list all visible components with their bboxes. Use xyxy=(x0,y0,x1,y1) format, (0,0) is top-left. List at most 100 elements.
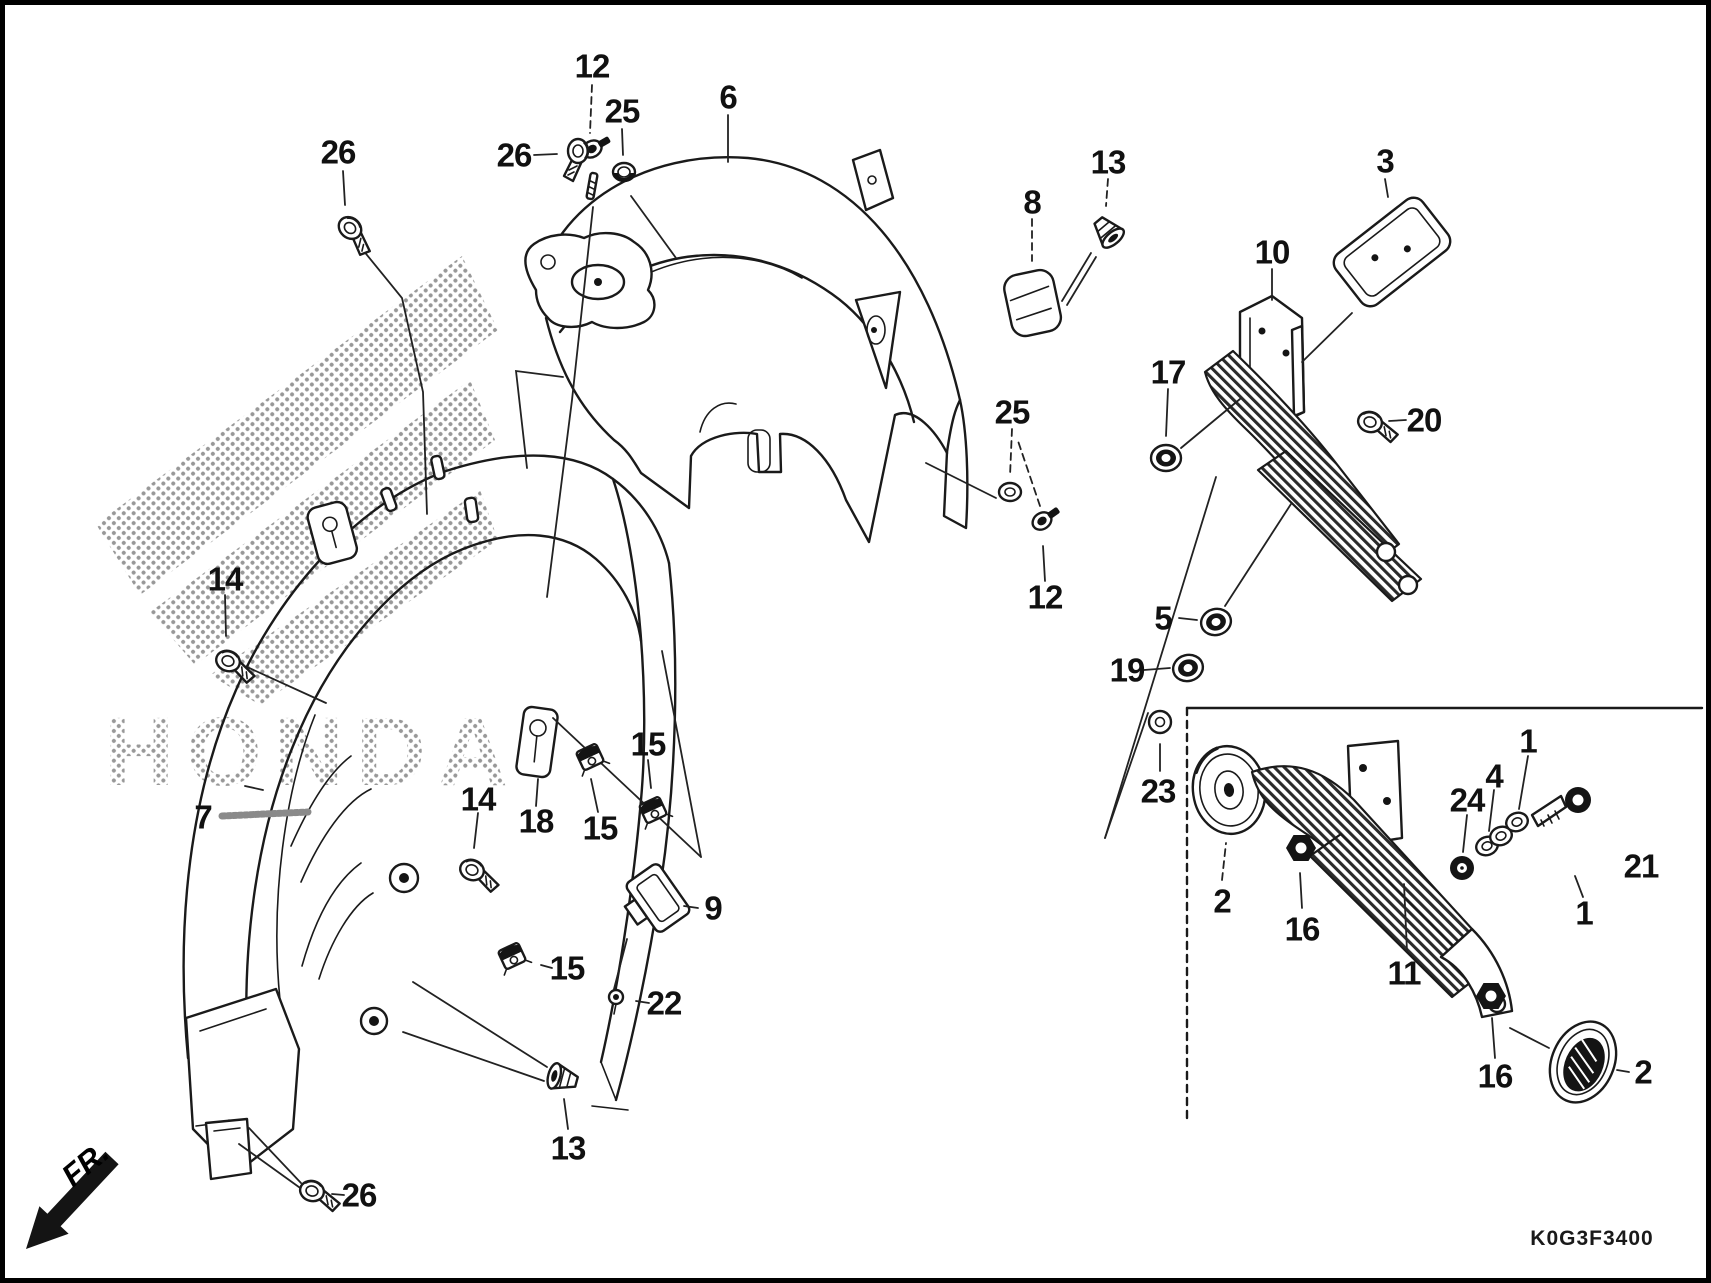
part-callout-20[interactable]: 20 xyxy=(1407,402,1443,439)
leader-line xyxy=(1488,789,1495,832)
leader-line xyxy=(1105,178,1109,207)
part-callout-2[interactable]: 2 xyxy=(1634,1054,1653,1091)
rear-fender-a-part6 xyxy=(524,148,969,544)
leader-line xyxy=(1616,1069,1630,1073)
leader-line xyxy=(630,195,677,259)
leader-line xyxy=(342,170,346,206)
leader-line xyxy=(1221,842,1227,881)
reflector-part2-left xyxy=(1191,744,1267,836)
pad-part9 xyxy=(623,863,691,933)
leader-line xyxy=(412,981,548,1068)
hardware-washer-icon xyxy=(997,481,1023,503)
inset-detail-box xyxy=(1185,706,1704,1120)
leader-line xyxy=(590,778,599,813)
part-callout-16[interactable]: 16 xyxy=(1285,911,1321,948)
leader-line xyxy=(1491,1017,1496,1059)
leader-line xyxy=(1165,388,1169,437)
leader-line xyxy=(218,808,312,820)
part-callout-13[interactable]: 13 xyxy=(551,1130,587,1167)
part-callout-15[interactable]: 15 xyxy=(550,950,586,987)
part-callout-5[interactable]: 5 xyxy=(1154,600,1173,637)
leader-line xyxy=(402,1031,545,1082)
brand-wordmark: HONDA xyxy=(104,697,520,806)
part-callout-1[interactable]: 1 xyxy=(1575,895,1594,932)
leader-line xyxy=(1301,312,1353,363)
leader-line xyxy=(647,759,652,789)
leader-line xyxy=(683,905,699,909)
part-callout-13[interactable]: 13 xyxy=(1091,144,1127,181)
part-callout-6[interactable]: 6 xyxy=(719,79,738,116)
part-callout-12[interactable]: 12 xyxy=(1028,579,1064,616)
part-callout-2[interactable]: 2 xyxy=(1213,883,1232,920)
part-callout-16[interactable]: 16 xyxy=(1478,1058,1514,1095)
part-callout-11[interactable]: 11 xyxy=(1388,955,1423,992)
part-callout-7[interactable]: 7 xyxy=(194,799,212,836)
leader-line xyxy=(589,84,593,134)
leader-line xyxy=(1061,252,1092,302)
part-callout-18[interactable]: 18 xyxy=(519,803,555,840)
leader-line xyxy=(514,369,564,469)
part-callout-25[interactable]: 25 xyxy=(995,394,1031,431)
leader-line xyxy=(1462,814,1468,853)
rear-fender-b-part7 xyxy=(182,454,691,1181)
fr-arrow-icon xyxy=(26,1151,119,1249)
leader-line xyxy=(533,153,558,156)
part-callout-3[interactable]: 3 xyxy=(1376,143,1395,180)
reflector-part2-right xyxy=(1548,1020,1618,1104)
part-callout-4[interactable]: 4 xyxy=(1485,758,1505,795)
part-callout-10[interactable]: 10 xyxy=(1255,234,1291,271)
part-callout-22[interactable]: 22 xyxy=(647,985,683,1022)
hardware-flangenut-icon xyxy=(611,161,637,184)
bracket-arm-lower xyxy=(1256,449,1423,603)
leader-line xyxy=(1016,437,1041,507)
leader-line xyxy=(540,964,553,969)
part-callout-26[interactable]: 26 xyxy=(342,1177,378,1214)
leader-line xyxy=(357,243,428,515)
license-bracket-assembly xyxy=(1003,196,1452,603)
leader-line xyxy=(635,1000,650,1004)
part-callout-15[interactable]: 15 xyxy=(631,726,667,763)
leader-line xyxy=(331,1193,345,1196)
part-callout-26[interactable]: 26 xyxy=(497,137,533,174)
part-callout-19[interactable]: 19 xyxy=(1110,652,1146,689)
leader-lines-layer xyxy=(218,84,1630,1196)
leader-line xyxy=(1066,256,1097,306)
leader-line xyxy=(473,812,479,849)
part-callout-15[interactable]: 15 xyxy=(583,810,619,847)
part-callout-24[interactable]: 24 xyxy=(1450,782,1487,819)
part-callout-14[interactable]: 14 xyxy=(461,781,498,818)
part-callout-14[interactable]: 14 xyxy=(208,561,245,598)
leader-line xyxy=(248,1127,302,1184)
hardware-grommet-icon xyxy=(1149,443,1183,473)
leader-line xyxy=(1509,1027,1550,1049)
part-callout-21[interactable]: 21 xyxy=(1624,848,1660,885)
part-callout-1[interactable]: 1 xyxy=(1519,723,1538,760)
leader-line xyxy=(1403,883,1408,952)
leader-line xyxy=(1178,617,1198,621)
leader-line xyxy=(925,462,997,499)
leader-line xyxy=(661,650,702,858)
part-callout-23[interactable]: 23 xyxy=(1141,773,1177,810)
leader-line xyxy=(1384,178,1389,198)
part-callout-8[interactable]: 8 xyxy=(1023,184,1042,221)
leader-line xyxy=(224,594,227,637)
hardware-smallring-icon xyxy=(1147,709,1173,735)
leader-line xyxy=(1104,476,1217,839)
reflector-plate-part3 xyxy=(1332,196,1452,308)
leader-line xyxy=(1388,419,1407,422)
leader-line xyxy=(621,128,624,156)
leader-line xyxy=(246,666,327,704)
part-callout-9[interactable]: 9 xyxy=(704,890,723,927)
plate-part18 xyxy=(515,705,559,779)
part-callout-26[interactable]: 26 xyxy=(321,134,357,171)
leader-line xyxy=(613,938,628,990)
leader-line xyxy=(244,785,264,791)
part-callout-17[interactable]: 17 xyxy=(1151,354,1187,391)
leader-line xyxy=(1104,712,1149,839)
part-callout-25[interactable]: 25 xyxy=(605,93,641,130)
leader-line xyxy=(1224,503,1292,607)
part-callout-12[interactable]: 12 xyxy=(575,48,611,85)
